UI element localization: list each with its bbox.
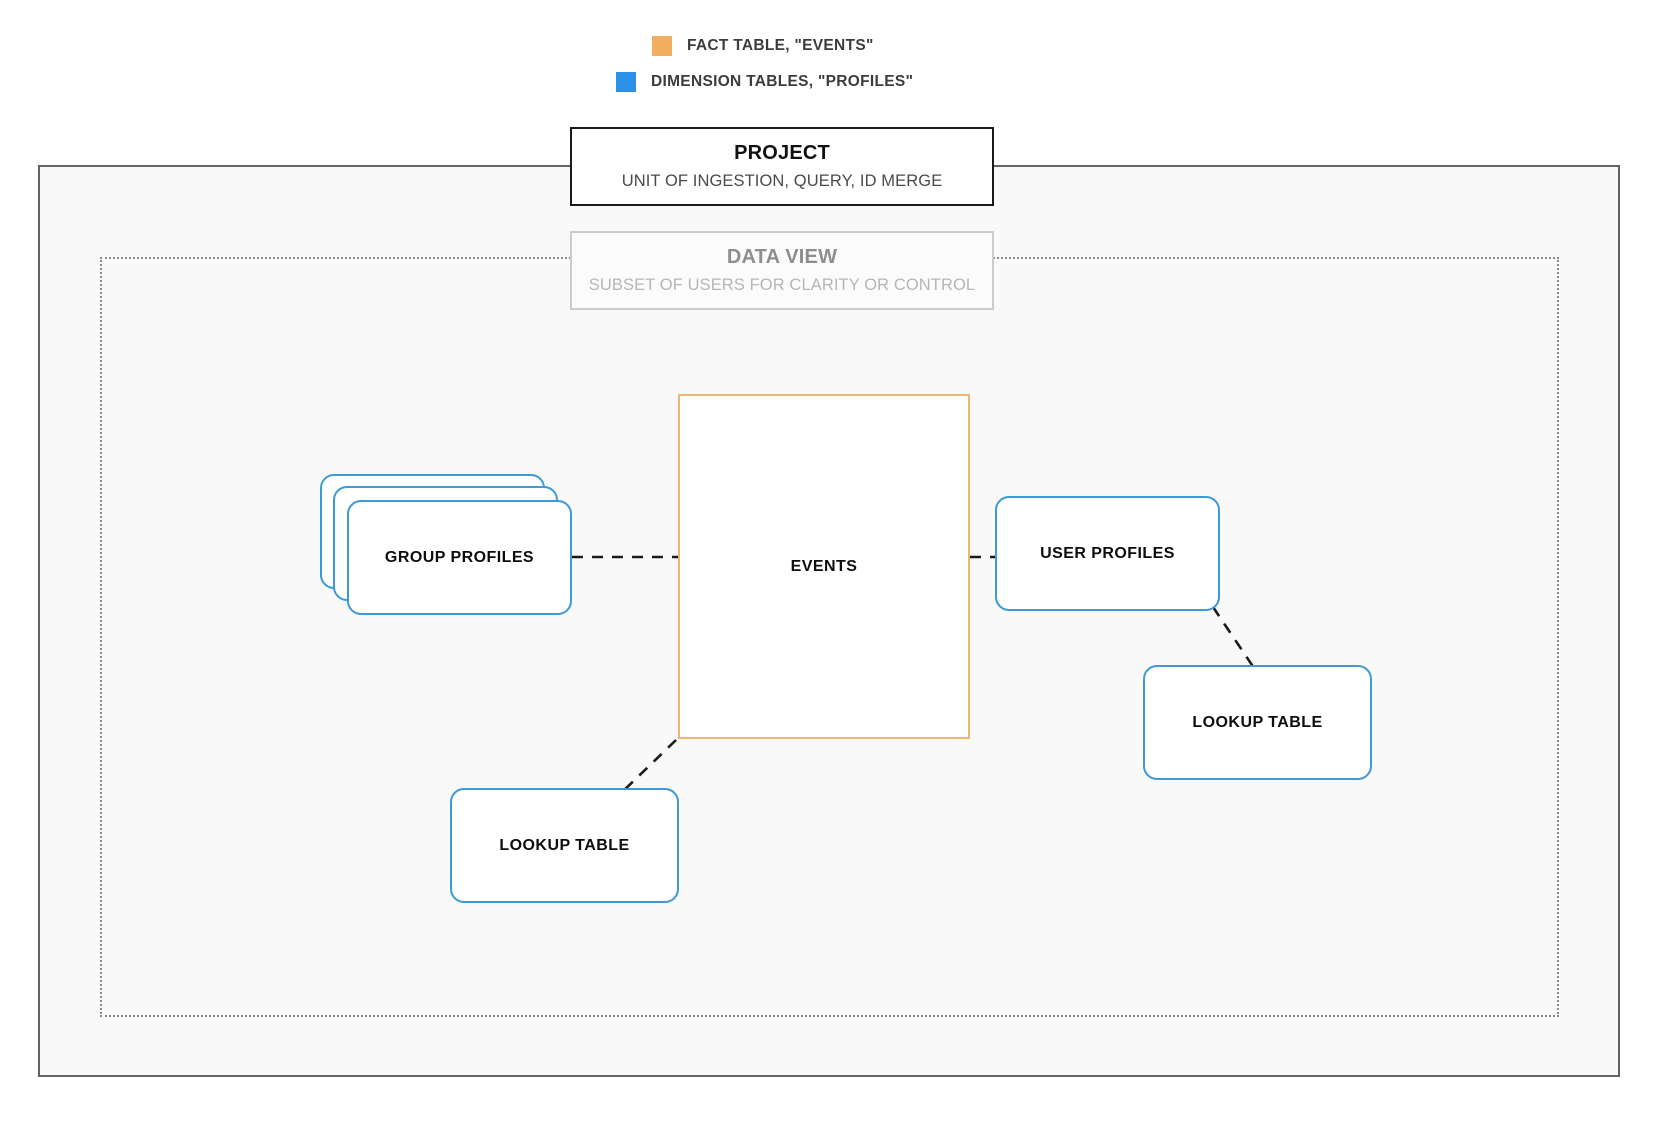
fact-table-swatch-icon	[652, 36, 672, 56]
project-box: PROJECT UNIT OF INGESTION, QUERY, ID MER…	[570, 127, 994, 206]
data-view-title: DATA VIEW	[726, 246, 838, 268]
dimension-tables-swatch-icon	[616, 72, 636, 92]
entity-user-profiles-label: USER PROFILES	[1040, 544, 1175, 562]
group-profiles-card-front: GROUP PROFILES	[347, 500, 572, 615]
entity-lookup-table-right[interactable]: LOOKUP TABLE	[1143, 665, 1372, 780]
legend-label-fact-table: FACT TABLE, "EVENTS"	[687, 37, 874, 54]
legend-item-fact-table: FACT TABLE, "EVENTS"	[652, 36, 874, 56]
legend-label-dimension-tables: DIMENSION TABLES, "PROFILES"	[651, 73, 914, 90]
entity-lookup-table-right-label: LOOKUP TABLE	[1192, 713, 1323, 731]
entity-lookup-table-left[interactable]: LOOKUP TABLE	[450, 788, 679, 903]
entity-group-profiles-label: GROUP PROFILES	[384, 548, 535, 566]
data-view-subtitle: SUBSET OF USERS FOR CLARITY OR CONTROL	[588, 276, 976, 294]
data-view-box: DATA VIEW SUBSET OF USERS FOR CLARITY OR…	[570, 231, 994, 310]
legend-item-dimension-tables: DIMENSION TABLES, "PROFILES"	[616, 72, 913, 92]
entity-group-profiles[interactable]: GROUP PROFILES	[320, 474, 580, 615]
entity-user-profiles[interactable]: USER PROFILES	[995, 496, 1220, 611]
project-title: PROJECT	[734, 142, 830, 164]
entity-events-label: EVENTS	[790, 557, 858, 575]
entity-lookup-table-left-label: LOOKUP TABLE	[499, 836, 630, 854]
project-subtitle: UNIT OF INGESTION, QUERY, ID MERGE	[621, 172, 943, 190]
entity-events[interactable]: EVENTS	[678, 394, 970, 739]
